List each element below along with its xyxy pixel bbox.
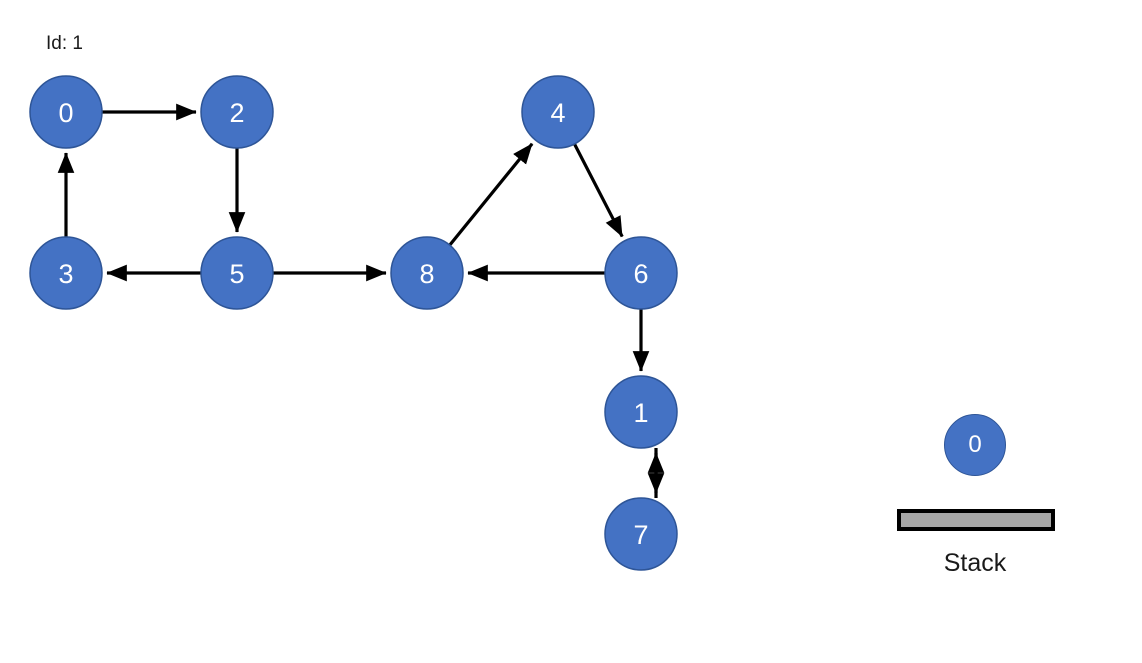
graph-node-circle <box>604 236 678 310</box>
graph-edge-8-to-4 <box>448 142 534 247</box>
node-layer: 0 2 3 5 8 4 6 1 7 <box>29 75 678 571</box>
graph-node-circle <box>521 75 595 149</box>
graph-node-circle <box>200 236 274 310</box>
stack-item-label: 0 <box>968 431 982 458</box>
graph-node-label: 7 <box>633 520 648 550</box>
graph-node-8[interactable]: 8 <box>390 236 464 310</box>
graph-node-circle <box>29 75 103 149</box>
graph-id-label: Id: 1 <box>46 33 83 54</box>
graph-node-circle <box>29 236 103 310</box>
graph-node-0[interactable]: 0 <box>29 75 103 149</box>
graph-node-2[interactable]: 2 <box>200 75 274 149</box>
graph-node-label: 3 <box>58 259 73 289</box>
stack-base-bar <box>897 509 1055 531</box>
graph-edge-4-to-6 <box>573 143 624 238</box>
stack-item-0[interactable]: 0 <box>944 414 1006 476</box>
graph-node-4[interactable]: 4 <box>521 75 595 149</box>
graph-node-6[interactable]: 6 <box>604 236 678 310</box>
graph-node-label: 5 <box>229 259 244 289</box>
graph-node-label: 1 <box>633 398 648 428</box>
graph-node-circle <box>604 375 678 449</box>
graph-node-label: 8 <box>419 259 434 289</box>
graph-node-5[interactable]: 5 <box>200 236 274 310</box>
graph-node-circle <box>390 236 464 310</box>
graph-node-label: 0 <box>58 98 73 128</box>
graph-node-3[interactable]: 3 <box>29 236 103 310</box>
stack-caption-label: Stack <box>943 549 1007 577</box>
graph-node-label: 4 <box>550 98 565 128</box>
graph-node-label: 6 <box>633 259 648 289</box>
graph-node-circle <box>200 75 274 149</box>
graph-node-circle <box>604 497 678 571</box>
graph-node-1[interactable]: 1 <box>604 375 678 449</box>
edge-layer <box>57 103 665 498</box>
graph-node-label: 2 <box>229 98 244 128</box>
graph-node-7[interactable]: 7 <box>604 497 678 571</box>
